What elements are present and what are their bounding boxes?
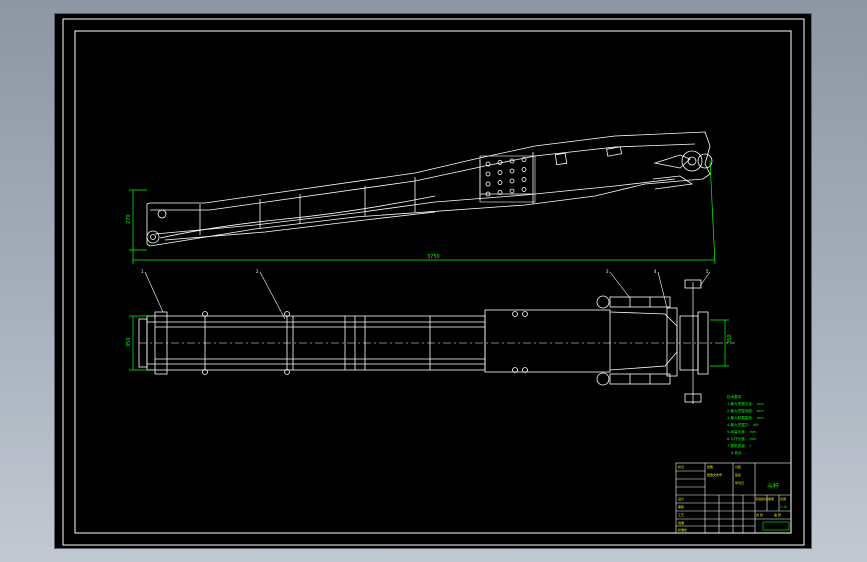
- side-dimensions: [129, 160, 716, 265]
- bolt-head-icon: [522, 367, 528, 373]
- bolt-hole-icon: [509, 188, 515, 194]
- note-line-7: 7.整机质量： t: [727, 443, 752, 448]
- bolt-hole-icon: [497, 180, 503, 185]
- bolt-hole-icon: [509, 178, 515, 184]
- technical-notes: 技术要求 1.最大挖掘半径： mm 2.最大挖掘深度： mm 3.最大卸载高度：…: [727, 394, 764, 455]
- overall-length-dim: 3750: [427, 254, 440, 260]
- scale-value: 1:10: [780, 505, 787, 509]
- balloon-4: 4: [654, 269, 657, 274]
- balloon-5: 5: [706, 269, 709, 274]
- bolt-hole-icon: [497, 160, 503, 165]
- bolt-hole-icon: [497, 190, 503, 195]
- tb-label-10: 标准化: [678, 527, 687, 532]
- title-block-labels: 标记 处数 分区 更改文件号 签名 年月日 设计 审核 工艺 批准 标准化 阶段…: [678, 464, 786, 532]
- bolt-head-icon: [202, 369, 208, 375]
- tb-label-7: 审核: [678, 504, 684, 509]
- balloon-leaders: [144, 271, 711, 320]
- bolt-head-icon: [284, 369, 290, 375]
- company-box: [762, 521, 790, 531]
- tb-label-15: 第 张: [774, 512, 781, 517]
- bolt-head-icon: [512, 311, 518, 317]
- bolt-head-icon: [512, 367, 518, 373]
- end-width-dim: 350: [727, 334, 733, 344]
- bolt-hole-icon: [509, 168, 515, 174]
- bolt-hole-icon: [485, 161, 491, 167]
- balloon-1: 1: [141, 269, 144, 274]
- bolt-hole-icon: [521, 167, 527, 172]
- plan-view: [138, 279, 735, 404]
- bolt-hole-icon: [485, 171, 491, 177]
- bolt-head-icon: [284, 311, 290, 317]
- notes-title: 技术要求: [727, 394, 742, 399]
- part-name: 斗杆: [767, 482, 779, 490]
- tb-label-12: 重量: [768, 496, 774, 501]
- tb-label-9: 批准: [678, 520, 684, 525]
- tb-label-3: 更改文件号: [707, 472, 722, 477]
- plan-dimensions: [129, 315, 729, 371]
- title-block: [675, 462, 792, 534]
- bolt-head-icon: [202, 311, 208, 317]
- inner-border: [74, 30, 792, 534]
- bolt-head-icon: [522, 311, 528, 317]
- note-line-1: 1.最大挖掘半径： mm: [727, 401, 764, 406]
- bolt-hole-icon: [521, 187, 527, 192]
- tb-label-0: 标记: [678, 464, 684, 469]
- tb-label-4: 签名: [735, 472, 741, 477]
- note-line-8: 8.其余 ...: [731, 450, 746, 455]
- upper-cylinder: [596, 295, 671, 309]
- side-height-dim: 270: [126, 214, 132, 224]
- cad-viewport[interactable]: 3750 270: [54, 13, 812, 549]
- tb-label-11: 阶段标记: [756, 496, 768, 501]
- tb-label-8: 工艺: [678, 512, 684, 517]
- tb-label-6: 设计: [678, 496, 684, 501]
- bolt-hole-icon: [521, 157, 527, 162]
- tb-label-5: 年月日: [735, 480, 744, 485]
- outer-border: [62, 18, 805, 546]
- tb-label-13: 比例: [780, 496, 786, 501]
- tb-label-2: 分区: [735, 464, 741, 469]
- cad-drawing: 3750 270: [62, 18, 805, 546]
- tb-label-1: 处数: [707, 464, 713, 469]
- note-line-5: 5.动臂长度： mm: [727, 429, 757, 434]
- bolt-hole-icon: [521, 177, 527, 182]
- tb-label-14: 共 张: [756, 512, 763, 517]
- bolt-hole-icon: [509, 158, 515, 164]
- plan-width-dim: 350: [126, 337, 132, 347]
- side-view: [146, 131, 713, 247]
- note-line-2: 2.最大挖掘深度： mm: [727, 408, 764, 413]
- note-line-4: 4.最大挖掘力： kN: [727, 422, 758, 427]
- lower-cylinder: [596, 372, 671, 386]
- bolt-hole-icon: [497, 170, 503, 175]
- note-line-6: 6.斗杆长度： mm: [727, 436, 757, 441]
- balloon-2: 2: [256, 269, 259, 274]
- bolt-hole-icon: [485, 181, 491, 187]
- bolt-hole-icon: [485, 191, 491, 197]
- balloon-3: 3: [606, 269, 609, 274]
- bolt-block: [479, 155, 536, 203]
- note-line-3: 3.最大卸载高度： mm: [727, 415, 764, 420]
